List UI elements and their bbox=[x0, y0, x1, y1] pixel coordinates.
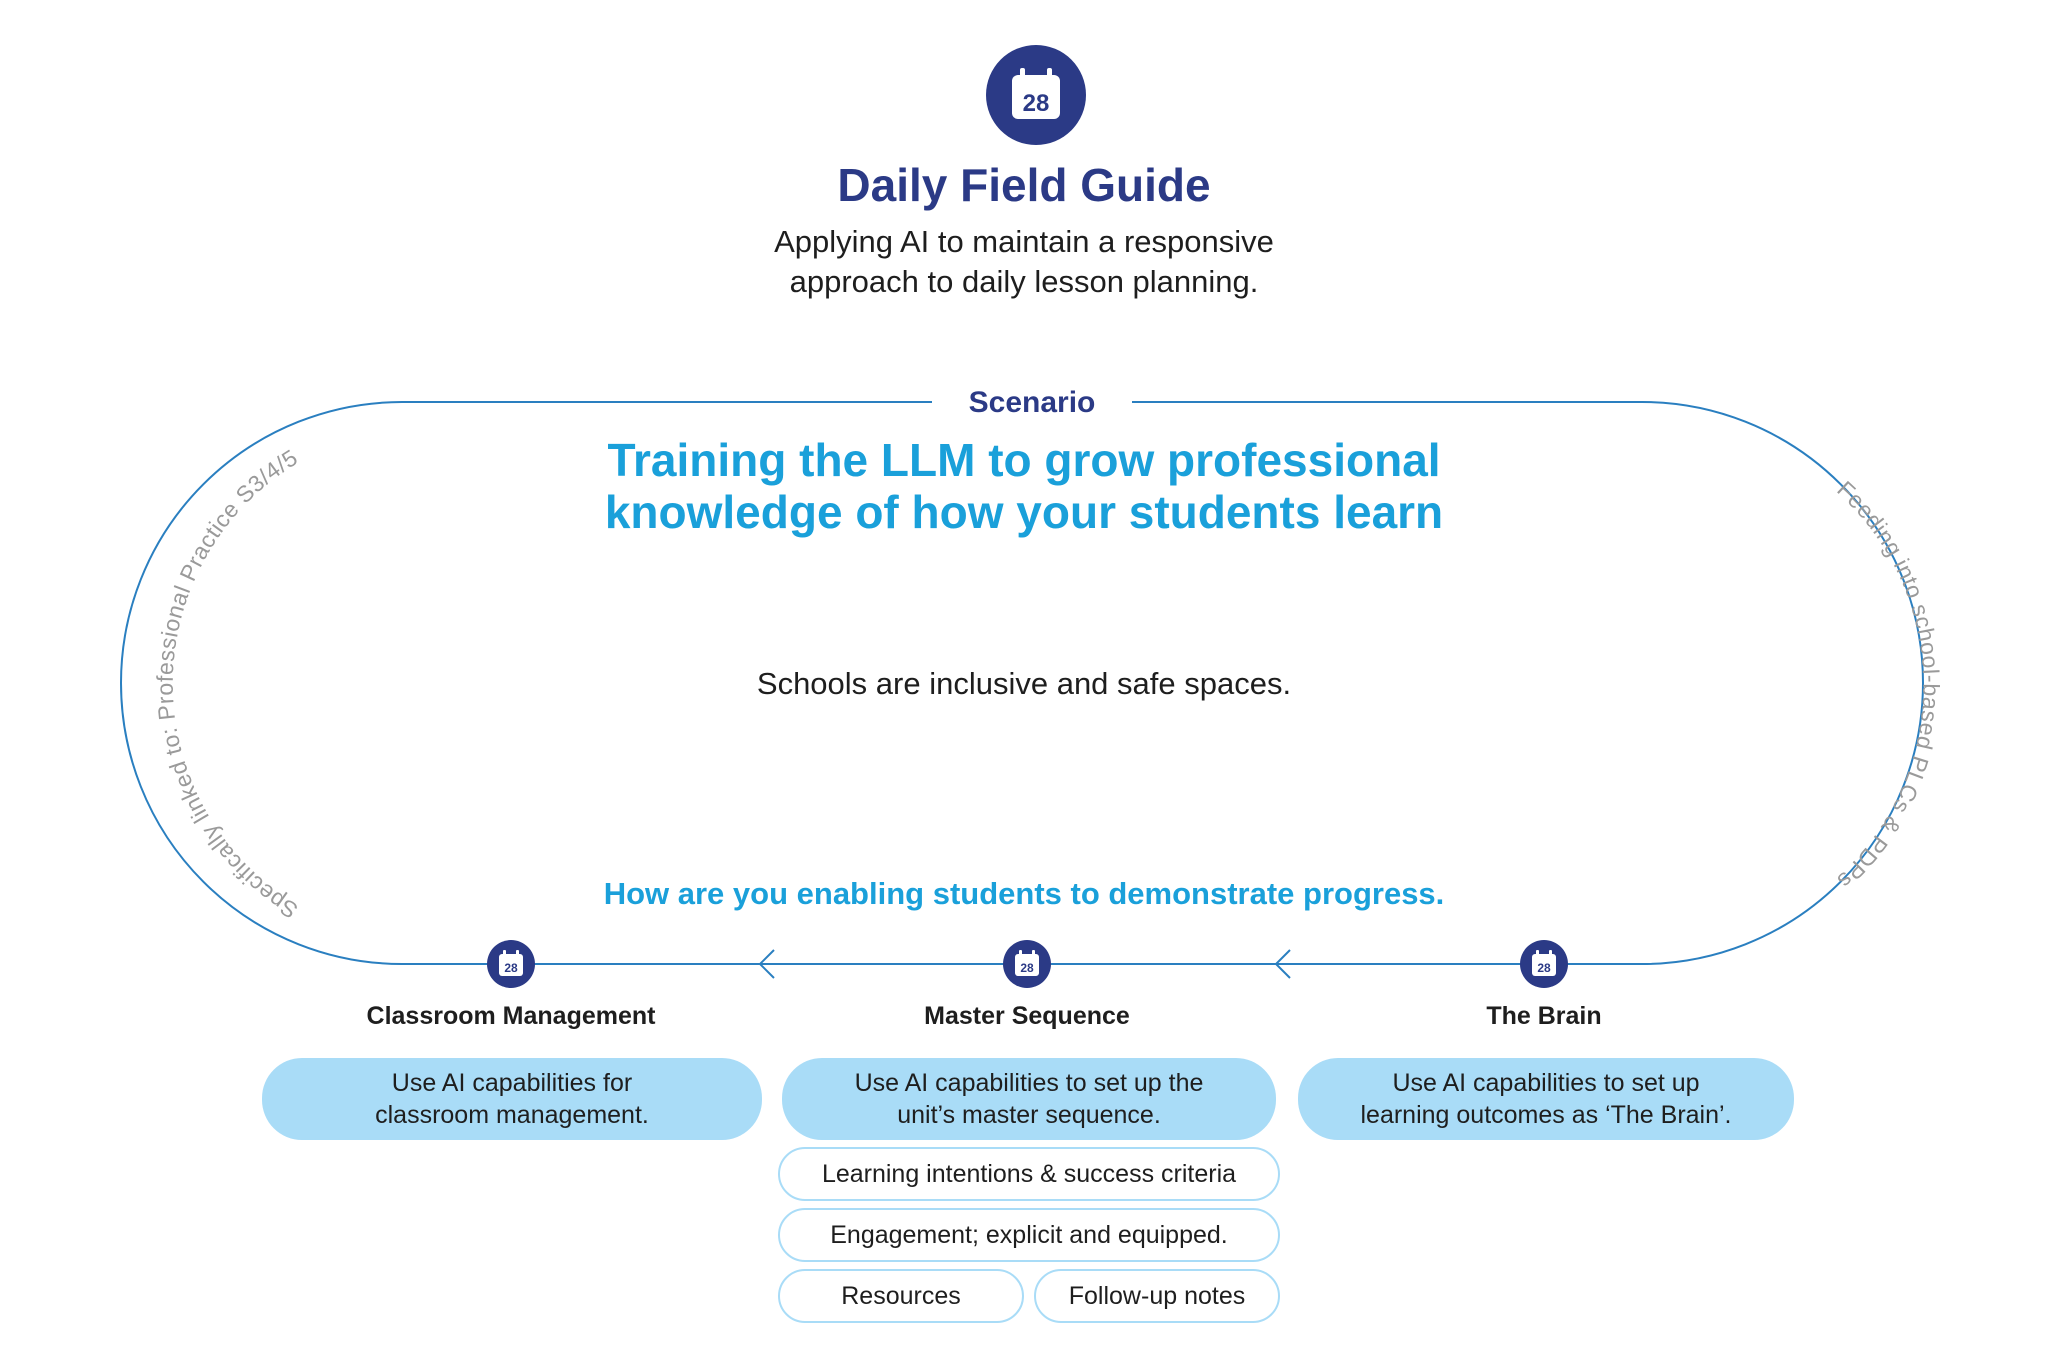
step-description-the-brain: Use AI capabilities to set up learning o… bbox=[1298, 1058, 1794, 1140]
scenario-title: Training the LLM to grow professional kn… bbox=[0, 434, 2048, 538]
description-line: Use AI capabilities to set up bbox=[1392, 1069, 1700, 1097]
step-description-classroom-management: Use AI capabilities for classroom manage… bbox=[262, 1058, 762, 1140]
scenario-title-line: knowledge of how your students learn bbox=[604, 486, 1444, 538]
svg-text:28: 28 bbox=[504, 961, 518, 975]
master-sequence-item: Resources bbox=[778, 1269, 1024, 1323]
step-description-master-sequence: Use AI capabilities to set up the unit’s… bbox=[782, 1058, 1276, 1140]
master-sequence-item: Learning intentions & success criteria bbox=[778, 1147, 1280, 1201]
step-calendar-badge: 28 bbox=[1003, 940, 1051, 988]
description-line: Use AI capabilities for bbox=[391, 1069, 633, 1097]
description-line: Use AI capabilities to set up the bbox=[854, 1069, 1204, 1097]
scenario-title-line: Training the LLM to grow professional bbox=[607, 434, 1441, 486]
subtitle-line: approach to daily lesson planning. bbox=[789, 264, 1259, 299]
svg-text:28: 28 bbox=[1537, 961, 1551, 975]
scenario-label: Scenario bbox=[932, 386, 1132, 420]
master-sequence-item: Follow-up notes bbox=[1034, 1269, 1280, 1323]
calendar-icon: 28 bbox=[1015, 950, 1039, 976]
step-title-the-brain: The Brain bbox=[1486, 1002, 1602, 1030]
step-title-master-sequence: Master Sequence bbox=[924, 1002, 1130, 1030]
description-line: learning outcomes as ‘The Brain’. bbox=[1360, 1101, 1732, 1129]
description-line: classroom management. bbox=[375, 1101, 649, 1129]
loop-outline bbox=[120, 401, 1924, 965]
step-title-classroom-management: Classroom Management bbox=[366, 1002, 656, 1030]
svg-text:28: 28 bbox=[1023, 90, 1050, 117]
arrow-left-icon bbox=[758, 949, 775, 979]
calendar-icon: 28 bbox=[1532, 950, 1556, 976]
calendar-icon: 28 bbox=[1012, 68, 1060, 119]
page-title: Daily Field Guide bbox=[837, 159, 1211, 211]
subtitle-line: Applying AI to maintain a responsive bbox=[774, 224, 1274, 259]
page-subtitle: Applying AI to maintain a responsive app… bbox=[0, 222, 2048, 302]
arrow-left-icon bbox=[1274, 949, 1291, 979]
scenario-statement: Schools are inclusive and safe spaces. bbox=[756, 666, 1292, 701]
step-calendar-badge: 28 bbox=[1520, 940, 1568, 988]
step-calendar-badge: 28 bbox=[487, 940, 535, 988]
calendar-icon: 28 bbox=[499, 950, 523, 976]
svg-text:28: 28 bbox=[1020, 961, 1034, 975]
calendar-badge: 28 bbox=[986, 45, 1086, 145]
description-line: unit’s master sequence. bbox=[897, 1101, 1161, 1129]
scenario-question: How are you enabling students to demonst… bbox=[603, 876, 1445, 911]
master-sequence-item: Engagement; explicit and equipped. bbox=[778, 1208, 1280, 1262]
